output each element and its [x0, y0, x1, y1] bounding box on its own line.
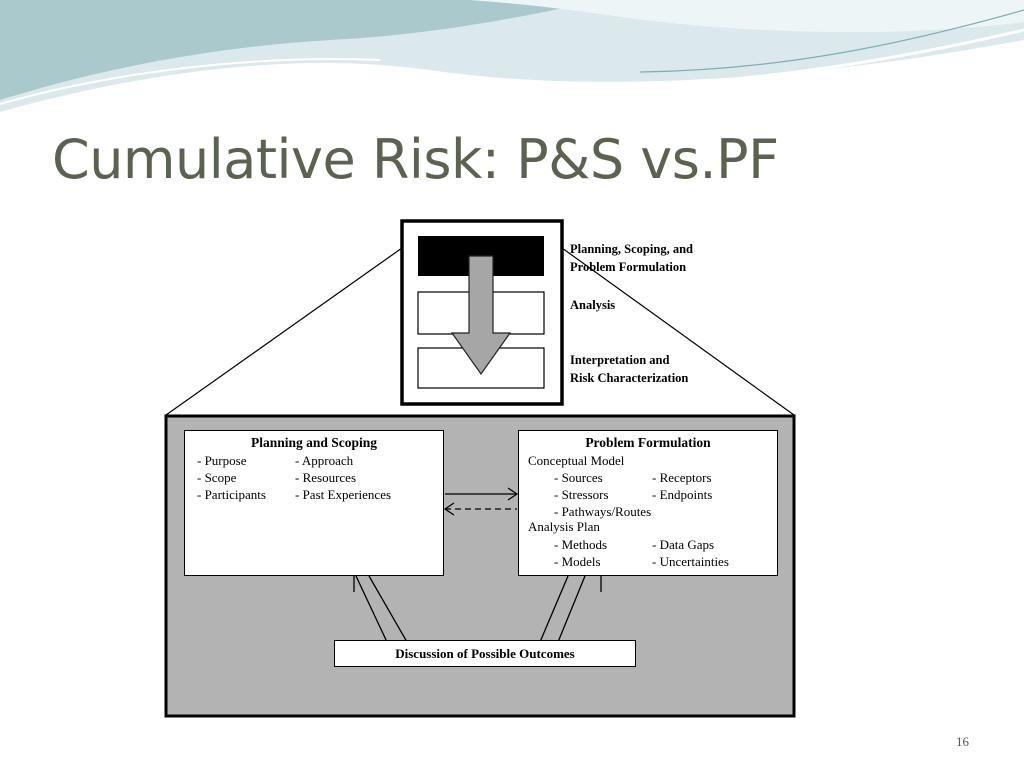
conceptual-model-label: Conceptual Model [528, 453, 625, 468]
stage-label-planning-2: Problem Formulation [570, 260, 687, 274]
page-number: 16 [956, 734, 969, 749]
outcomes-box: Discussion of Possible Outcomes [334, 640, 636, 667]
analysis-plan-item: - Models [554, 554, 601, 569]
conceptual-model-item: - Receptors [652, 470, 712, 485]
stage-label-interpretation-2: Risk Characterization [570, 371, 689, 385]
risk-assessment-diagram: Planning, Scoping, and Problem Formulati… [155, 196, 832, 730]
planning-item: - Past Experiences [295, 487, 392, 502]
left-arrow-line-b [368, 575, 408, 643]
planning-item: - Scope [197, 470, 237, 485]
conceptual-model-item: - Sources [554, 470, 603, 485]
arrow-to-planning-head [443, 502, 455, 516]
planning-item: - Approach [295, 453, 354, 468]
perspective-line-right [561, 247, 795, 416]
problem-formulation-title: Problem Formulation [585, 435, 711, 450]
slide-title: Cumulative Risk: P&S vs.PF [52, 128, 779, 191]
analysis-plan-item: - Uncertainties [652, 554, 729, 569]
planning-item: - Resources [295, 470, 357, 485]
right-arrow-line-b [557, 575, 586, 643]
flow-down-arrow [450, 255, 512, 376]
perspective-line-left [165, 247, 403, 416]
conceptual-model-item: - Endpoints [652, 487, 713, 502]
stage-label-analysis: Analysis [570, 298, 616, 312]
planning-item: - Participants [197, 487, 266, 502]
planning-item: - Purpose [197, 453, 247, 468]
planning-scoping-box: Planning and Scoping - Purpose - Scope -… [184, 430, 444, 576]
analysis-plan-label: Analysis Plan [528, 519, 600, 534]
conceptual-model-item: - Stressors [554, 487, 609, 502]
conceptual-model-item: - Pathways/Routes [554, 504, 652, 519]
analysis-plan-item: - Methods [554, 537, 608, 552]
analysis-plan-item: - Data Gaps [652, 537, 715, 552]
left-arrow-line-a [355, 575, 388, 643]
stage-label-planning-1: Planning, Scoping, and [570, 242, 693, 256]
right-arrow-line-a [539, 575, 569, 643]
problem-formulation-box: Problem Formulation Conceptual Model - S… [518, 430, 778, 576]
planning-scoping-title: Planning and Scoping [250, 435, 378, 450]
arrow-to-problem-head [507, 487, 519, 501]
header-wave-banner [0, 0, 1024, 112]
stage-label-interpretation-1: Interpretation and [570, 353, 670, 367]
